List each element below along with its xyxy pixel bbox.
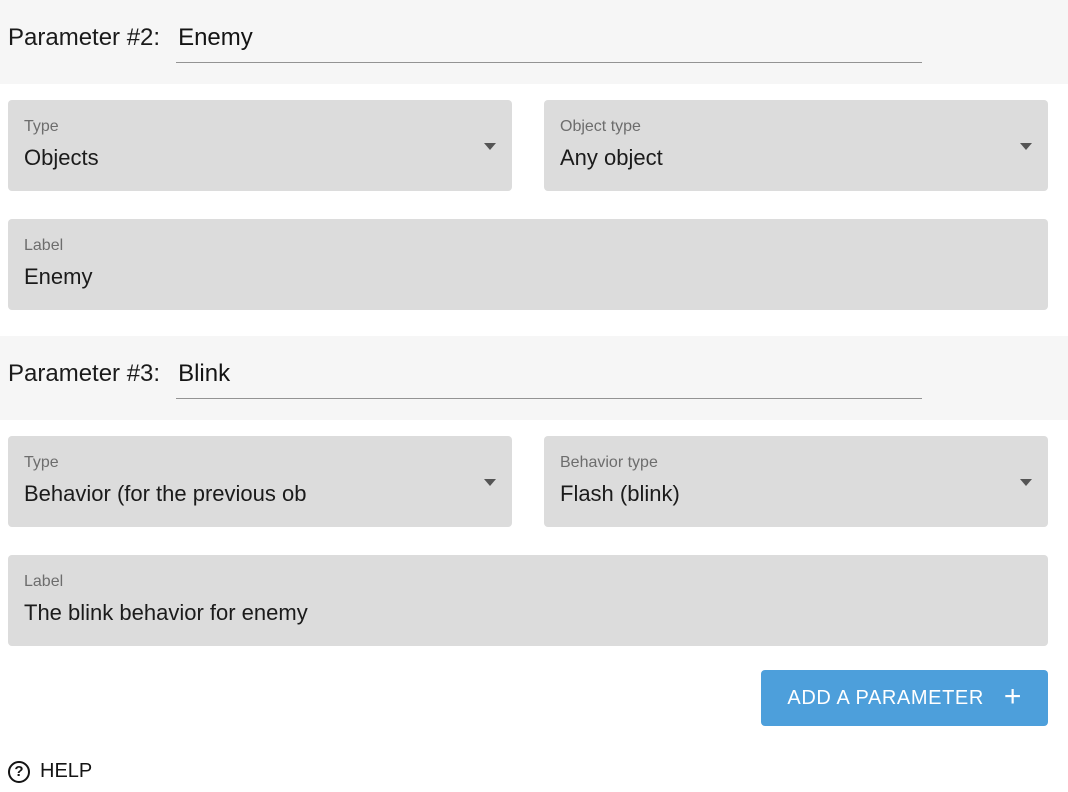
behavior-type-select-label: Behavior type — [560, 454, 658, 471]
label-input-label: Label — [24, 573, 64, 590]
type-select[interactable]: Type Objects — [8, 100, 512, 191]
question-mark-icon: ? — [8, 760, 30, 783]
parameter-3-header: Parameter #3: Blink — [0, 336, 1068, 420]
parameter-2-type-row: Type Objects Object type Any object — [8, 100, 1048, 191]
behavior-type-select-value: Flash (blink) — [560, 481, 680, 506]
footer: ? HELP — [8, 760, 1068, 783]
parameter-2-header: Parameter #2: Enemy — [0, 0, 1068, 84]
actions-row: ADD A PARAMETER + — [8, 670, 1048, 726]
parameter-name-input[interactable]: Blink — [176, 358, 922, 399]
object-type-select-value: Any object — [560, 145, 663, 170]
parameter-title: Parameter #3: — [8, 360, 161, 387]
dropdown-arrow-icon — [484, 142, 496, 150]
label-input-value: The blink behavior for enemy — [24, 600, 308, 625]
label-input[interactable]: Label The blink behavior for enemy — [8, 555, 1048, 646]
object-type-select[interactable]: Object type Any object — [544, 100, 1048, 191]
type-select[interactable]: Type Behavior (for the previous ob — [8, 436, 512, 527]
parameter-3-label-row: Label The blink behavior for enemy — [8, 555, 1048, 646]
parameter-name-value: Enemy — [178, 24, 253, 51]
parameter-3-type-row: Type Behavior (for the previous ob Behav… — [8, 436, 1048, 527]
label-input-label: Label — [24, 237, 64, 254]
label-input-value: Enemy — [24, 264, 93, 289]
dropdown-arrow-icon — [484, 478, 496, 486]
help-link-label: HELP — [40, 760, 93, 782]
dropdown-arrow-icon — [1020, 478, 1032, 486]
parameter-title: Parameter #2: — [8, 24, 161, 51]
parameter-name-value: Blink — [178, 360, 231, 387]
more-options-button[interactable] — [980, 22, 1020, 66]
parameter-2-label-row: Label Enemy — [8, 219, 1048, 310]
add-parameter-button-label: ADD A PARAMETER — [787, 686, 984, 709]
add-parameter-button[interactable]: ADD A PARAMETER + — [761, 670, 1048, 726]
behavior-type-select[interactable]: Behavior type Flash (blink) — [544, 436, 1048, 527]
plus-icon: + — [1003, 679, 1022, 713]
type-select-label: Type — [24, 454, 59, 471]
parameter-section-3: Parameter #3: Blink Type Behavior (for t… — [0, 336, 1068, 646]
parameter-name-input[interactable]: Enemy — [176, 22, 922, 63]
parameter-section-2: Parameter #2: Enemy Type Objects Object … — [0, 0, 1068, 310]
help-link[interactable]: ? HELP — [8, 760, 92, 783]
dropdown-arrow-icon — [1020, 142, 1032, 150]
type-select-value: Behavior (for the previous ob — [24, 481, 307, 506]
object-type-select-label: Object type — [560, 118, 641, 135]
label-input[interactable]: Label Enemy — [8, 219, 1048, 310]
type-select-value: Objects — [24, 145, 99, 170]
more-options-button[interactable] — [980, 358, 1020, 402]
type-select-label: Type — [24, 118, 59, 135]
